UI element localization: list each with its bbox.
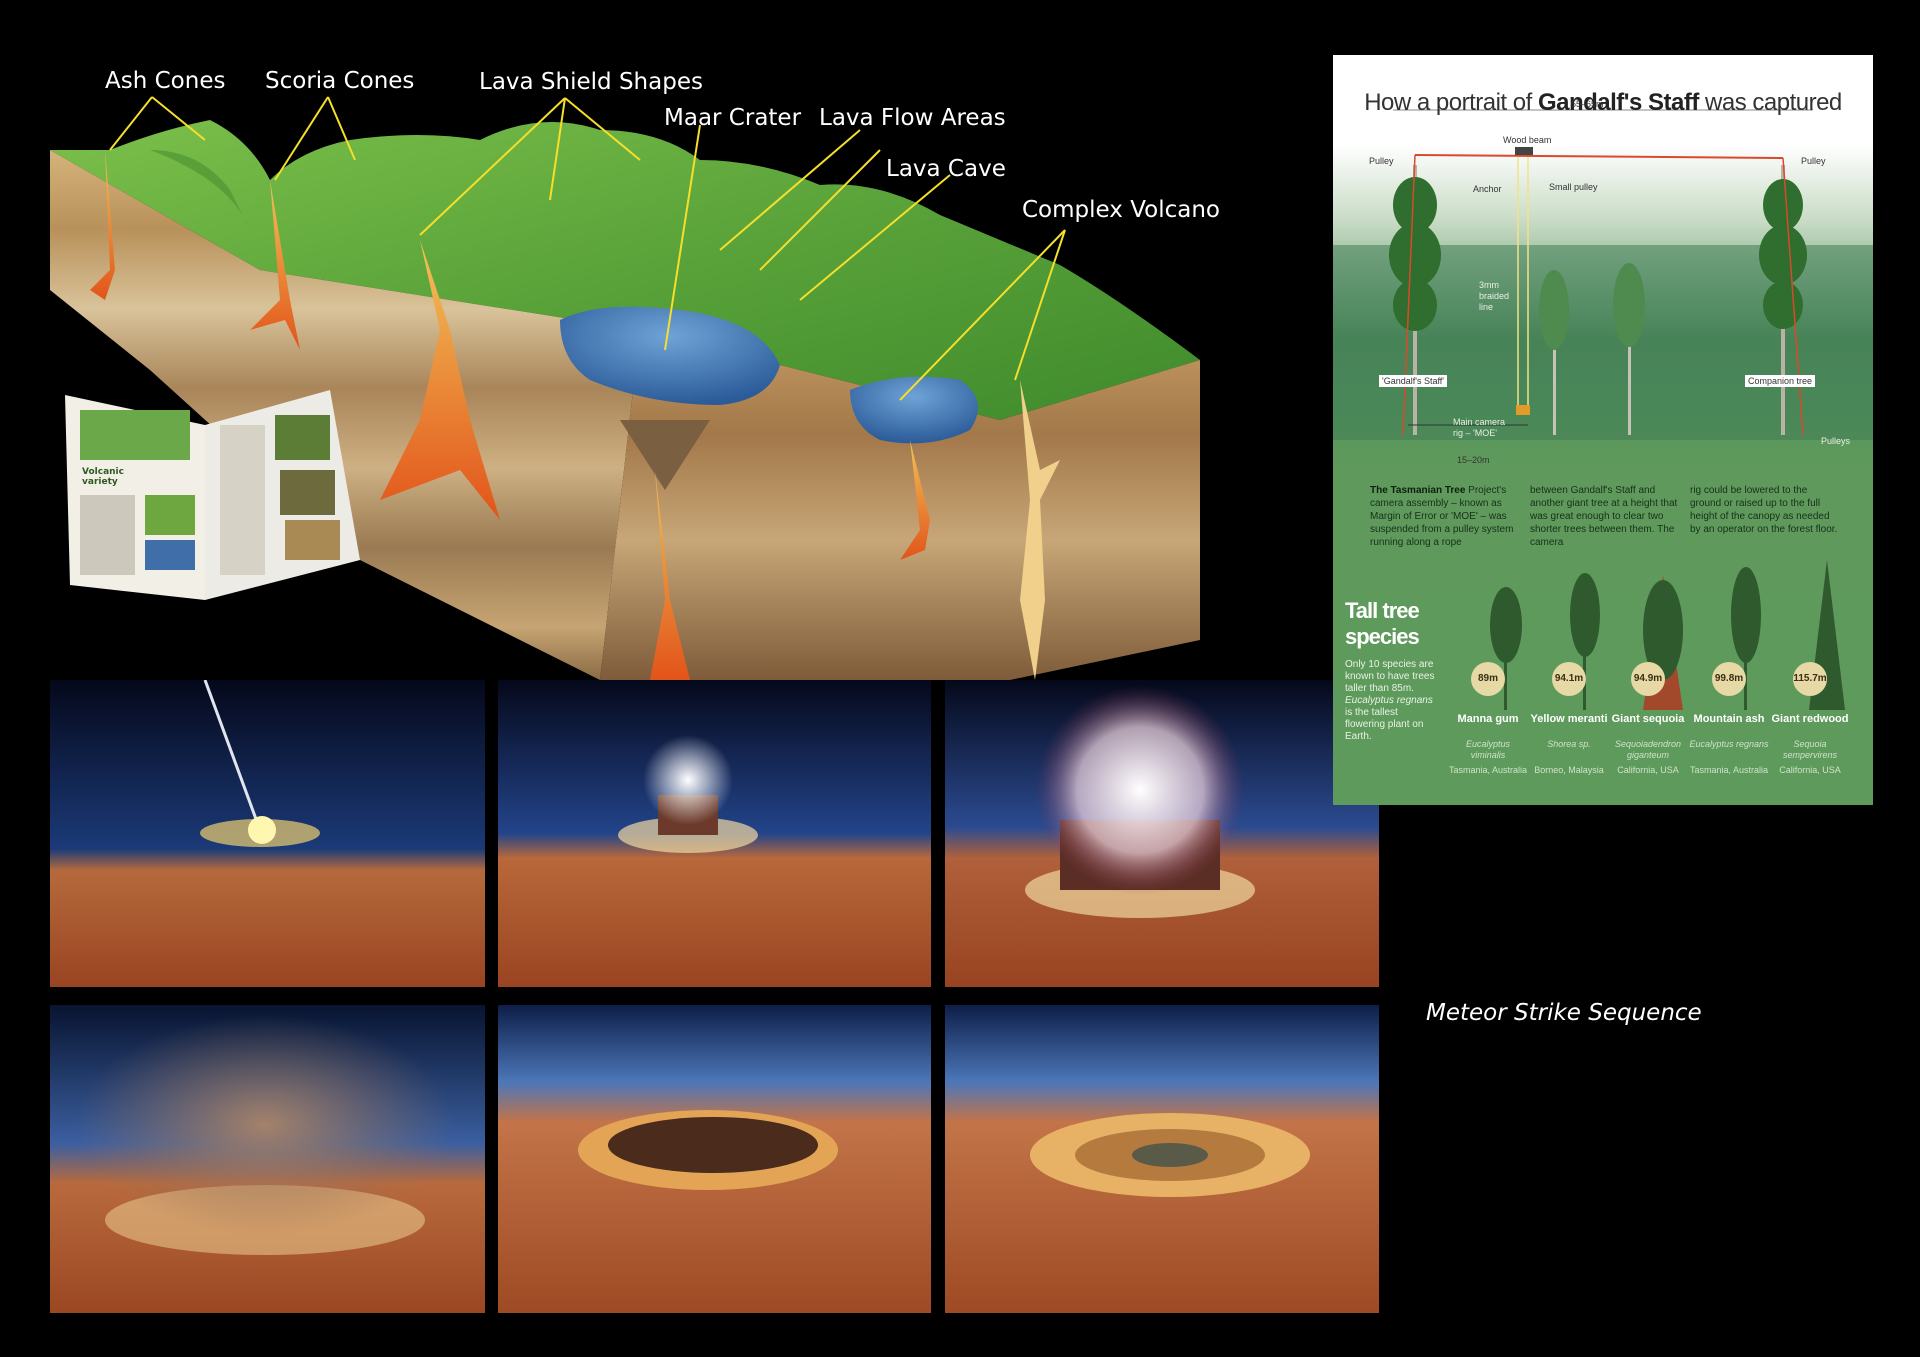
meteor-panel-5 [498, 1005, 931, 1313]
pulley-left-label: Pulley [1369, 156, 1394, 166]
species-name: Giant redwood [1771, 713, 1849, 725]
species-scientific-name: Eucalyptus viminalis [1465, 739, 1511, 760]
species-height-badge: 94.9m [1631, 662, 1665, 696]
species-name: Manna gum [1457, 713, 1519, 725]
magazine-illustration [65, 390, 360, 600]
magazine-spread: Volcanic variety [60, 385, 360, 605]
label-lava-flow-areas: Lava Flow Areas [819, 105, 1006, 131]
small-pulley-label: Small pulley [1549, 182, 1598, 192]
label-maar-crater: Maar Crater [664, 105, 802, 131]
meteor-panel-6 [945, 1005, 1379, 1313]
infographic-title: How a portrait of Gandalf's Staff was ca… [1364, 89, 1842, 116]
camera-description-col2: between Gandalf's Staff and another gian… [1530, 485, 1678, 548]
species-silhouettes [1490, 560, 1845, 710]
meteor-sequence-caption: Meteor Strike Sequence [1426, 1000, 1702, 1026]
label-lava-shield-shapes: Lava Shield Shapes [479, 69, 703, 95]
species-name: Giant sequoia [1611, 713, 1685, 725]
wood-beam-label: Wood beam [1503, 135, 1552, 145]
braided-line-label: 3mm braided line [1479, 280, 1510, 312]
species-height-badge: 115.7m [1793, 662, 1827, 696]
camera-description-col1: The Tasmanian Tree Project's camera asse… [1370, 485, 1514, 548]
label-scoria-cones: Scoria Cones [265, 68, 415, 94]
gandalfs-staff-label: 'Gandalf's Staff' [1379, 375, 1448, 387]
volcano-block-illustration [50, 96, 1200, 680]
span-top-label: 55–65m [1571, 99, 1604, 109]
species-location: California, USA [1617, 765, 1679, 775]
magazine-heading: Volcanic variety [82, 467, 124, 487]
label-ash-cones: Ash Cones [105, 68, 226, 94]
companion-tree-label: Companion tree [1745, 375, 1816, 387]
span-bottom-label: 15–20m [1457, 455, 1490, 465]
species-location: Tasmania, Australia [1448, 765, 1528, 775]
camera-description-col3: rig could be lowered to the ground or ra… [1690, 485, 1838, 535]
meteor-panel-2 [498, 680, 931, 987]
label-lava-cave: Lava Cave [886, 156, 1006, 182]
main-camera-label: Main camera rig – 'MOE' [1453, 417, 1506, 438]
species-location: California, USA [1779, 765, 1841, 775]
species-scientific-name: Sequoia sempervirens [1782, 739, 1838, 760]
pulleys-label: Pulleys [1821, 436, 1851, 446]
tree-infographic: How a portrait of Gandalf's Staff was ca… [1333, 55, 1873, 805]
species-scientific-name: Sequoiadendron giganteum [1614, 739, 1682, 760]
meteor-panel-1 [50, 680, 485, 987]
tall-tree-text: Only 10 species are known to have trees … [1345, 659, 1435, 742]
label-complex-volcano: Complex Volcano [1022, 197, 1220, 223]
species-name: Yellow meranti [1530, 713, 1608, 725]
species-location: Tasmania, Australia [1689, 765, 1769, 775]
tall-tree-title: Tall tree species [1345, 598, 1420, 649]
infographic-forest [1333, 55, 1873, 805]
species-scientific-name: Shorea sp. [1547, 739, 1591, 749]
pulley-right-label: Pulley [1801, 156, 1826, 166]
species-height-badge: 99.8m [1712, 662, 1746, 696]
volcano-diagram: Ash Cones Scoria Cones Lava Shield Shape… [0, 0, 1310, 680]
species-location: Borneo, Malaysia [1534, 765, 1604, 775]
species-scientific-name: Eucalyptus regnans [1689, 739, 1769, 749]
meteor-panel-3 [945, 680, 1379, 987]
anchor-label: Anchor [1473, 184, 1502, 194]
species-height-badge: 94.1m [1552, 662, 1586, 696]
meteor-panel-4 [50, 1005, 485, 1313]
species-height-badge: 89m [1471, 662, 1505, 696]
species-name: Mountain ash [1693, 713, 1765, 725]
